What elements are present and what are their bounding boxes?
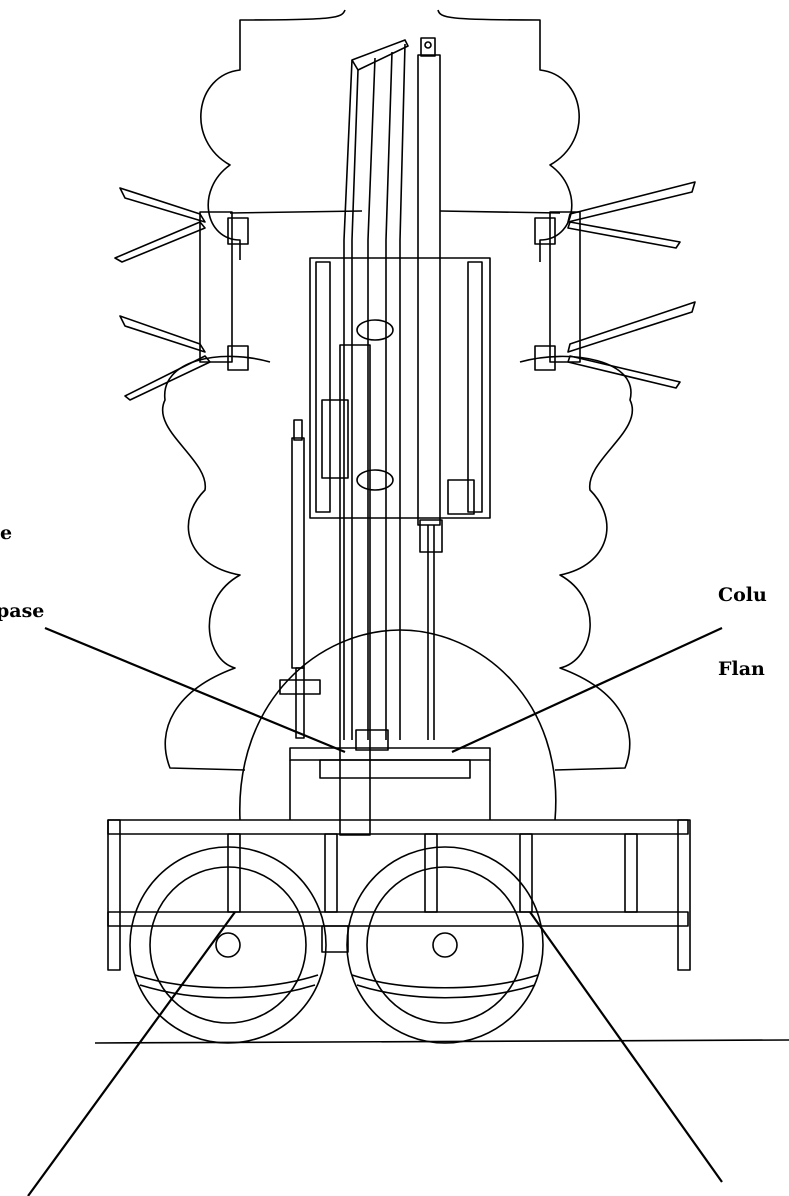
label-right-line1: Colu bbox=[718, 584, 767, 606]
chassis-frame bbox=[107, 819, 691, 971]
ground-line bbox=[94, 1039, 789, 1044]
label-left-line1: e bbox=[0, 522, 13, 544]
leader-line-right bbox=[451, 627, 723, 753]
label-right-line2: Flan bbox=[718, 658, 765, 680]
central-mast bbox=[343, 37, 443, 751]
label-left: e pase bbox=[0, 468, 44, 650]
lower-cloud-outline bbox=[161, 355, 634, 771]
leader-line-bottom-right bbox=[529, 911, 723, 1183]
label-right: Colu Flan bbox=[718, 530, 767, 708]
leader-line-bottom-left bbox=[27, 911, 236, 1196]
left-wheel bbox=[129, 846, 327, 1044]
central-housing bbox=[309, 257, 491, 836]
leader-lines bbox=[27, 626, 723, 1196]
right-wheel bbox=[346, 846, 544, 1044]
leader-line-left bbox=[44, 626, 346, 754]
turret-base bbox=[239, 629, 557, 821]
left-strut bbox=[279, 419, 321, 739]
label-left-line2: pase bbox=[0, 600, 45, 622]
